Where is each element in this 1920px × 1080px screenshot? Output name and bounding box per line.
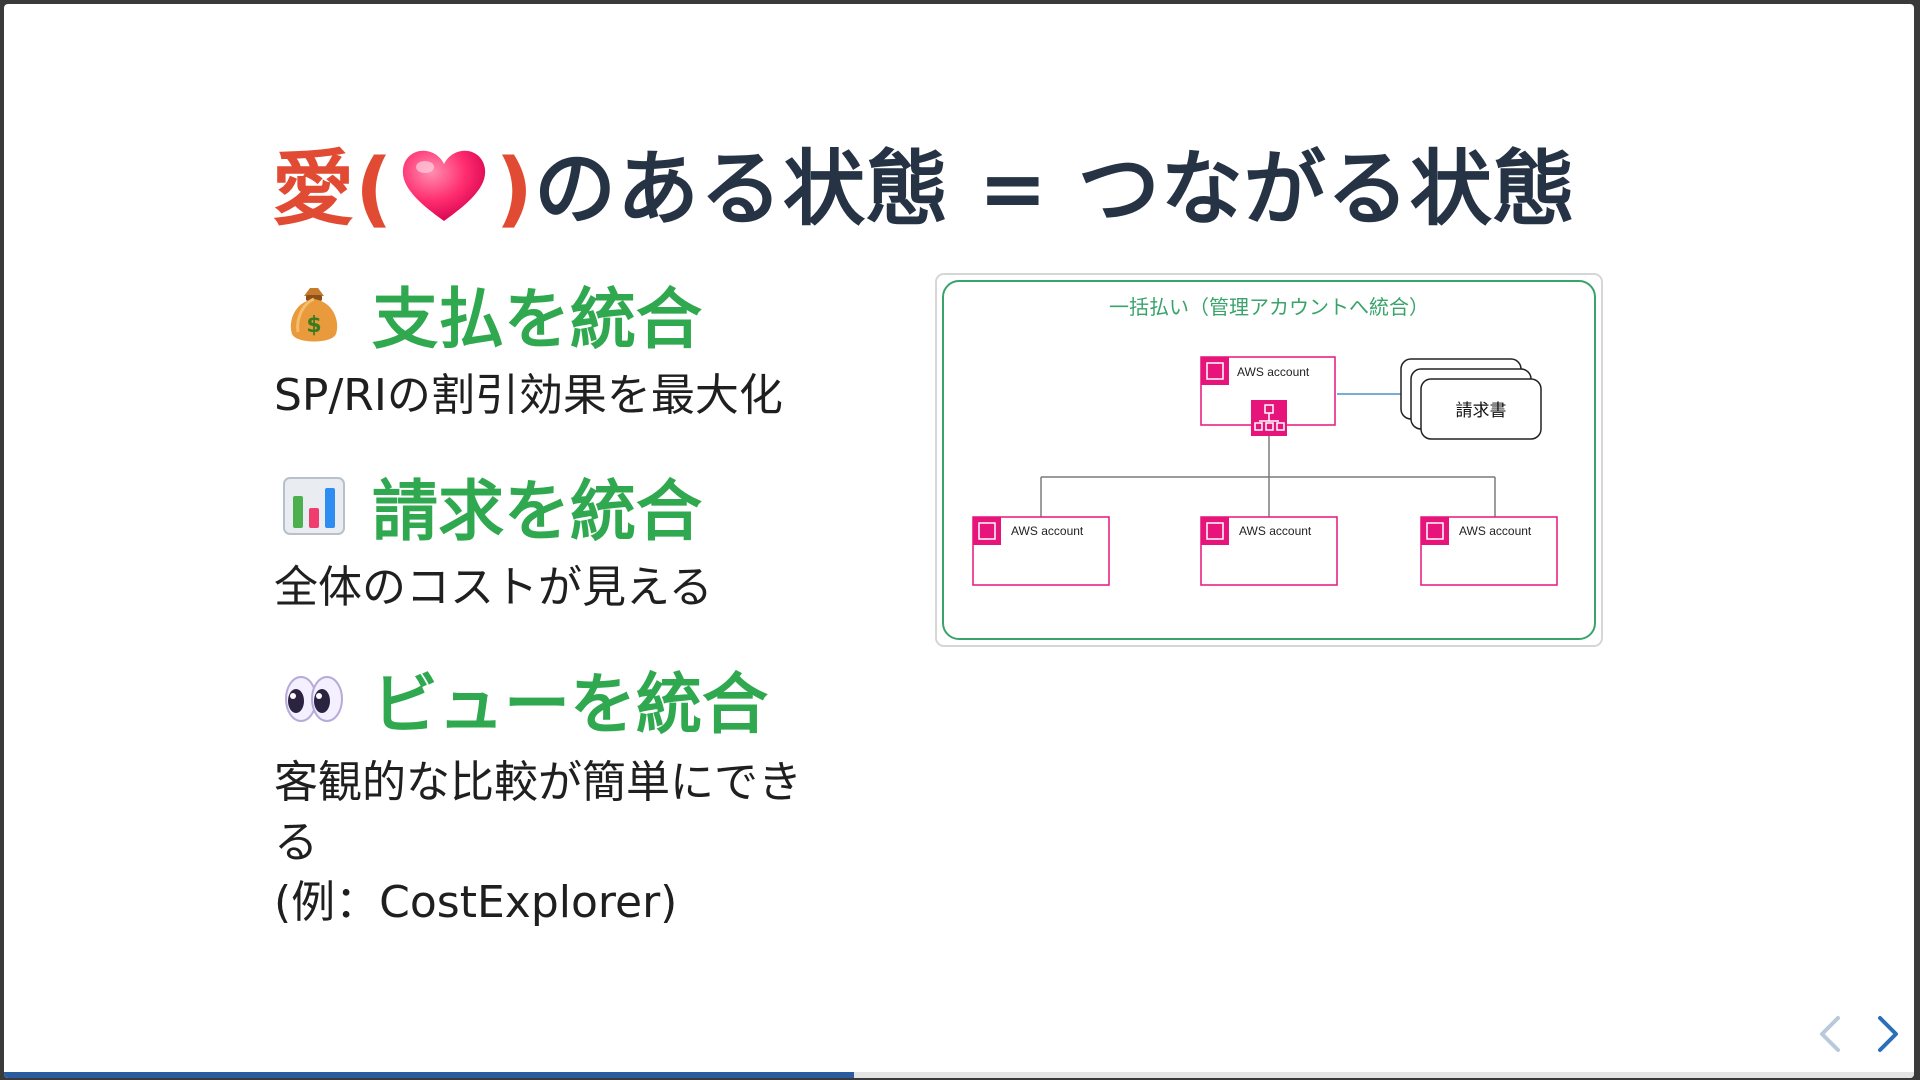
- invoice-label: 請求書: [1456, 401, 1507, 421]
- title-rest: のある状態 = つながる状態: [533, 142, 1576, 237]
- section-billing-heading: 請求を統合: [282, 458, 702, 554]
- heart-icon: [399, 145, 489, 245]
- chevron-left-icon: [1820, 1016, 1840, 1052]
- progress-bar-fill: [4, 1072, 854, 1078]
- diagram-svg: 一括払い（管理アカウントへ統合） AWS account: [935, 273, 1603, 647]
- member-account-label: AWS account: [1239, 524, 1312, 538]
- title-suffix: ): [495, 142, 534, 237]
- section-payment-heading: $ 支払を統合: [282, 266, 702, 362]
- management-account-label: AWS account: [1237, 365, 1310, 379]
- progress-bar: [4, 1072, 1914, 1078]
- svg-text:$: $: [306, 313, 321, 338]
- next-slide-button[interactable]: [1866, 1014, 1906, 1054]
- member-account-label: AWS account: [1011, 524, 1084, 538]
- slide: 愛( )のある状態 = つながる状態 $: [4, 4, 1914, 1078]
- title-prefix: 愛(: [272, 142, 394, 237]
- money-bag-icon: $: [282, 282, 346, 346]
- member-account: AWS account: [1200, 516, 1338, 586]
- bar-chart-icon: [282, 474, 346, 538]
- eyes-icon: [282, 667, 346, 731]
- section-view-description-line: る: [274, 817, 318, 868]
- section-payment-title: 支払を統合: [372, 281, 702, 358]
- section-view-title: ビューを統合: [372, 666, 768, 743]
- management-account: AWS account: [1200, 356, 1336, 436]
- member-account: AWS account: [972, 516, 1110, 586]
- section-view-heading: ビューを統合: [282, 651, 768, 747]
- member-account-label: AWS account: [1459, 524, 1532, 538]
- billing-group-box: [942, 280, 1596, 640]
- section-view-description-line: 客観的な比較が簡単にでき: [274, 757, 802, 808]
- prev-slide-button[interactable]: [1812, 1014, 1852, 1054]
- section-view-description: 客観的な比較が簡単にでき る (例：CostExplorer): [274, 753, 802, 933]
- section-billing-description: 全体のコストが見える: [274, 562, 713, 613]
- member-account: AWS account: [1420, 516, 1558, 586]
- section-payment-description: SP/RIの割引効果を最大化: [274, 370, 783, 421]
- invoice-stack: 請求書: [1400, 358, 1542, 440]
- group-label: 一括払い（管理アカウントへ統合）: [1109, 295, 1429, 319]
- chevron-right-icon: [1878, 1016, 1898, 1052]
- section-billing-title: 請求を統合: [372, 473, 702, 550]
- slide-title: 愛( )のある状態 = つながる状態: [272, 122, 1576, 245]
- consolidated-billing-diagram: 一括払い（管理アカウントへ統合） AWS account: [935, 273, 1603, 647]
- section-view-description-line: (例：CostExplorer): [274, 877, 678, 928]
